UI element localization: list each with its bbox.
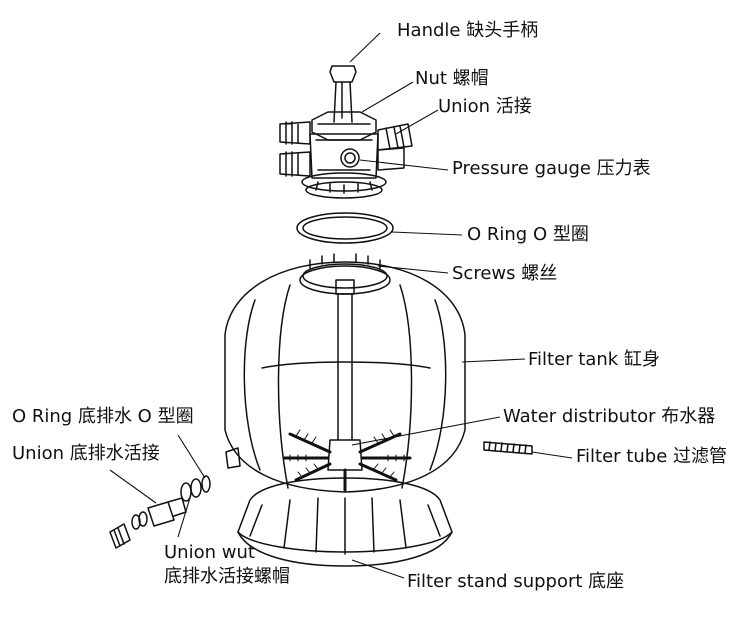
union-drain-label: Union 底排水活接: [12, 443, 160, 464]
multiport-valve: [279, 65, 413, 199]
union-top-label: Union 活接: [438, 96, 532, 117]
screws-label: Screws 螺丝: [452, 263, 558, 284]
leader-lines: [109, 32, 573, 579]
filter-tube-part: [483, 441, 533, 455]
filter-tank-part: [224, 253, 466, 493]
nut-label: Nut 螺帽: [415, 68, 489, 89]
pressure-gauge-label: Pressure gauge 压力表: [452, 158, 651, 179]
union-wut-label-line2: 底排水活接螺帽: [164, 566, 290, 587]
handle-label: Handle 缺头手柄: [397, 20, 539, 41]
pressure-gauge-part: [340, 148, 360, 168]
o-ring-top-label: O Ring O 型圈: [467, 224, 589, 245]
union-wut-label: Union wut 底排水活接螺帽: [164, 541, 290, 589]
filter-stand-support-label: Filter stand support 底座: [407, 571, 625, 592]
o-ring-drain-label: O Ring 底排水 O 型圈: [12, 406, 194, 427]
handle-part: [329, 65, 357, 123]
union-wut-label-line1: Union wut: [164, 542, 255, 563]
filter-tube-label: Filter tube 过滤管: [576, 446, 727, 467]
o-ring-top-part: [296, 212, 394, 244]
filter-tank-label: Filter tank 缸身: [528, 349, 660, 370]
filter-stand-part: [237, 477, 453, 567]
drain-fittings: [109, 475, 211, 549]
water-distributor-label: Water distributor 布水器: [503, 406, 716, 427]
screws-part: [309, 253, 381, 269]
water-distributor-part: [282, 293, 412, 492]
nut-part: [311, 111, 377, 141]
union-top-part: [377, 123, 413, 151]
